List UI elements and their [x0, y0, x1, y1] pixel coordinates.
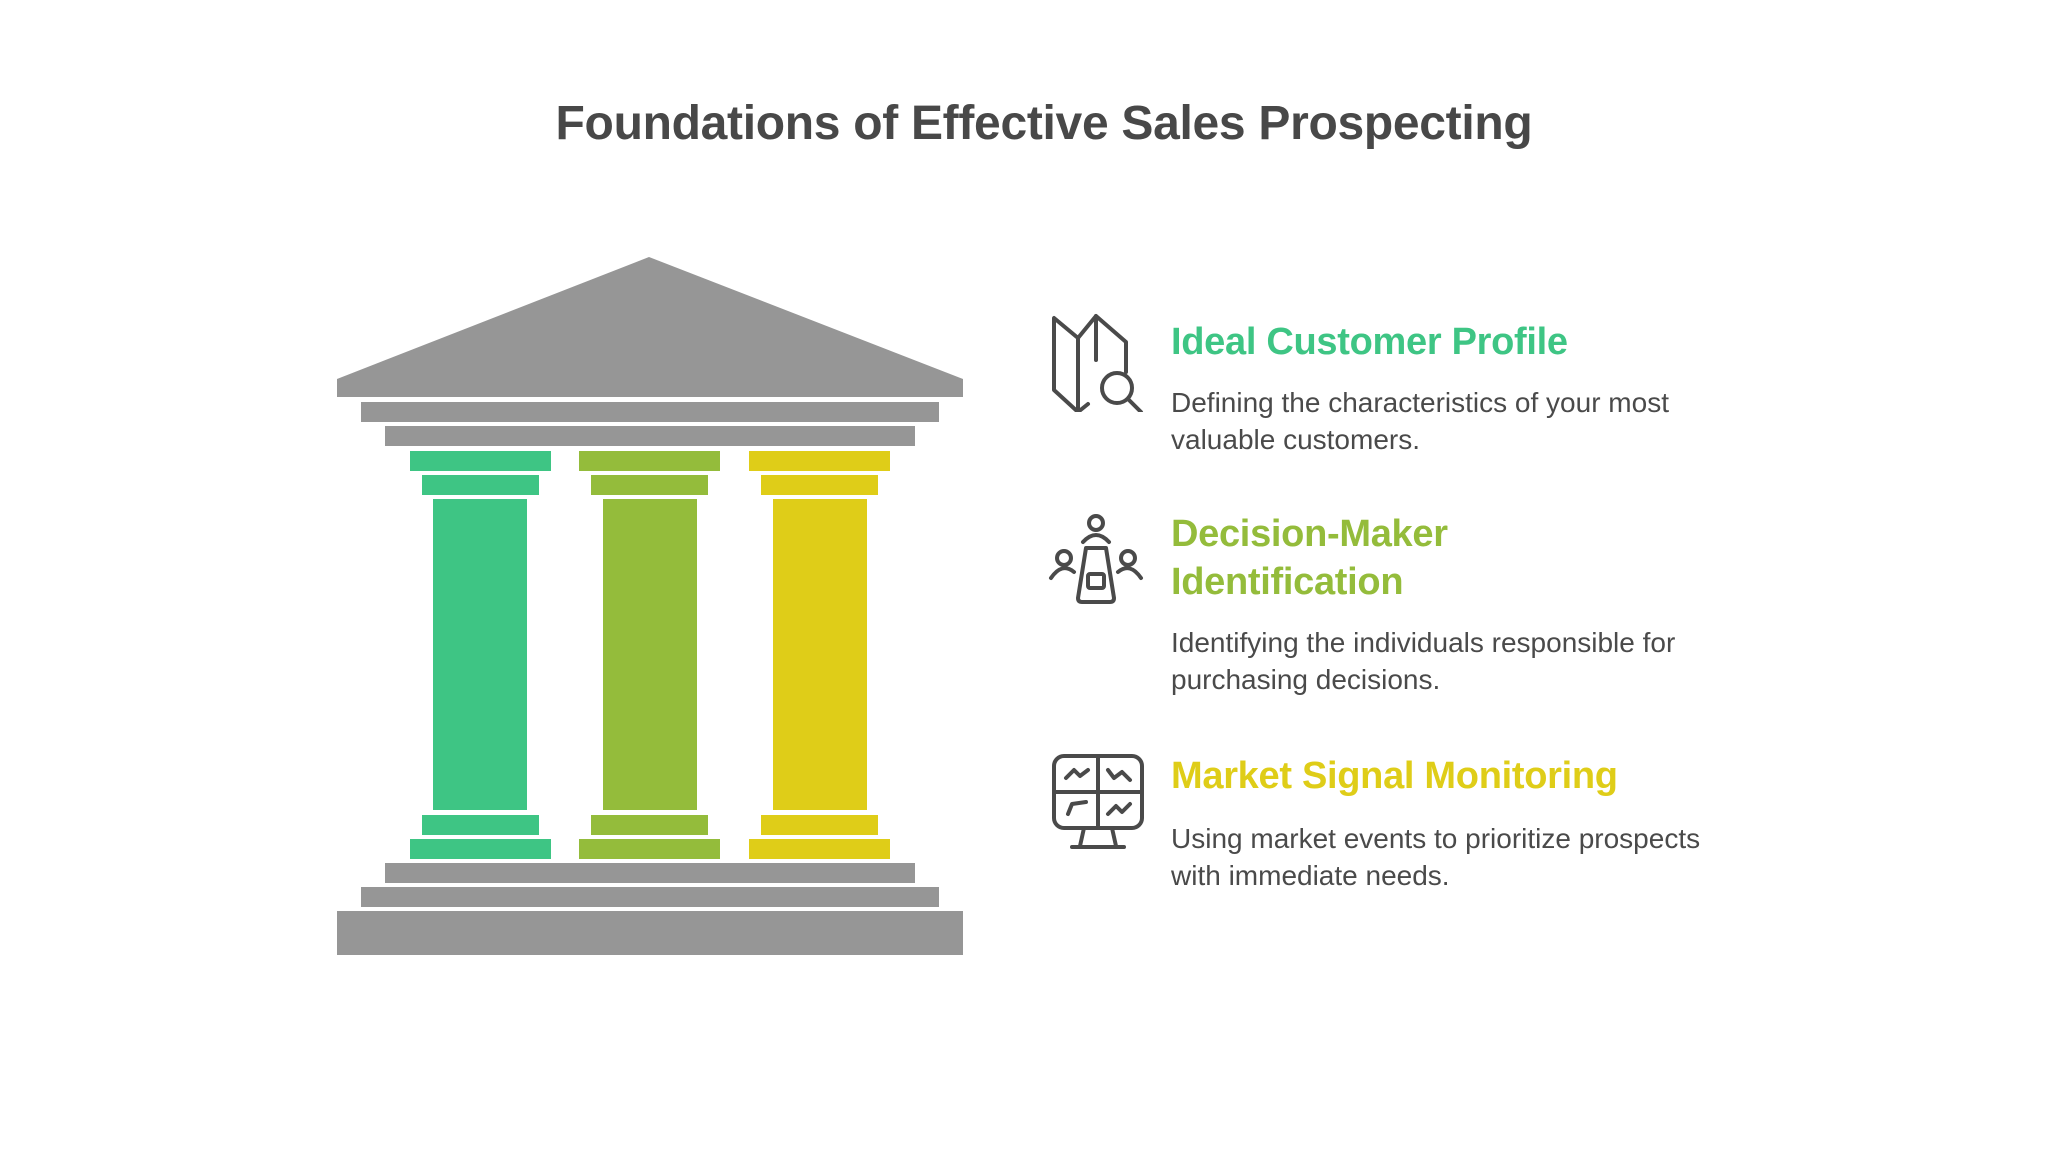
temple-base — [337, 863, 963, 955]
pillar-1 — [410, 451, 551, 859]
item-heading-line-1: Decision-Maker — [1171, 513, 1448, 555]
base-step-2 — [361, 887, 939, 907]
entablature-bar-2 — [385, 426, 915, 446]
meeting-table-people-icon — [1049, 514, 1143, 604]
entablature-bar-1 — [361, 402, 939, 422]
base-step-1 — [385, 863, 915, 883]
item-heading: Decision-Maker Identification — [1171, 510, 1448, 606]
item-heading: Market Signal Monitoring — [1171, 755, 1618, 797]
item-description: Identifying the individuals responsible … — [1171, 627, 1676, 695]
monitor-charts-icon — [1052, 754, 1144, 849]
item-description: Defining the characteristics of your mos… — [1171, 387, 1669, 455]
roof-pediment — [337, 257, 963, 397]
pillar-3 — [749, 451, 890, 859]
temple-roof — [337, 257, 963, 446]
item-heading-line-2: Identification — [1171, 561, 1404, 603]
page-title: Foundations of Effective Sales Prospecti… — [555, 97, 1533, 150]
map-search-icon — [1052, 314, 1143, 412]
item-heading: Ideal Customer Profile — [1171, 321, 1568, 363]
item-description: Using market events to prioritize prospe… — [1171, 823, 1701, 891]
base-platform — [337, 911, 963, 955]
pillar-2 — [579, 451, 720, 859]
